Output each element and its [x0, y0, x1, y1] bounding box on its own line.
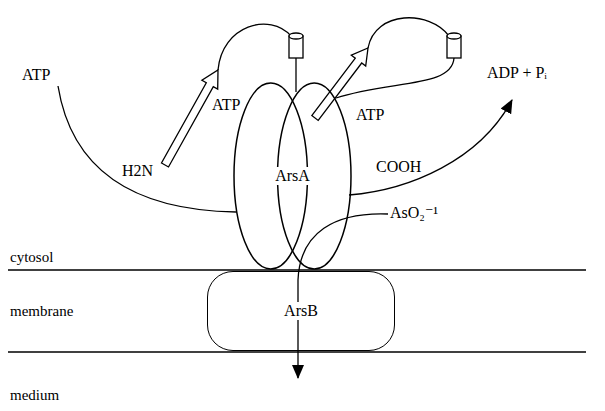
loop-line	[295, 58, 296, 92]
compartment-label: cytosol	[10, 248, 53, 266]
loop-line	[368, 18, 449, 48]
protein-name: ArsA	[273, 167, 312, 185]
helix-cylinder	[447, 33, 461, 58]
arsa-dimer: ArsA	[232, 82, 353, 270]
substrate-label: AsO₂⁻¹	[390, 204, 438, 222]
transport-arrow	[298, 214, 388, 378]
loop-line	[218, 24, 291, 70]
compartment-label: membrane	[10, 302, 73, 320]
ligand-label: ATP	[22, 66, 50, 84]
ligand-label: ATP	[356, 106, 384, 124]
protein-name: ArsB	[282, 302, 320, 320]
terminus-label: COOH	[376, 158, 421, 176]
helix-cylinder	[289, 33, 303, 58]
beta-strand	[162, 70, 219, 167]
terminus-label: H2N	[122, 162, 153, 180]
product-label: ADP + Pᵢ	[487, 64, 547, 82]
membrane-boundary	[8, 351, 586, 353]
hydrolysis-arrow	[349, 100, 512, 195]
loop-line	[336, 58, 454, 98]
ligand-label: ATP	[212, 96, 240, 114]
arsb-membrane-box: ArsB	[207, 271, 395, 351]
atp-loop	[58, 86, 236, 212]
compartment-label: medium	[10, 386, 59, 404]
